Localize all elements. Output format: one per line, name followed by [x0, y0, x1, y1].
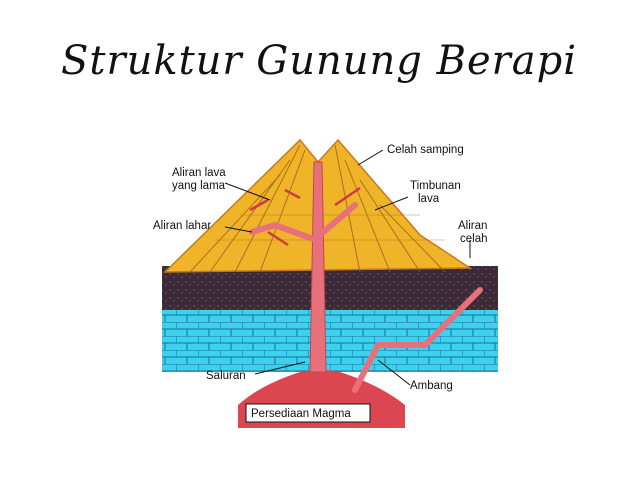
- sill: [352, 287, 483, 393]
- label-aliran-lava-1: Aliran lava: [172, 167, 226, 179]
- label-timbunan-2: lava: [418, 193, 440, 205]
- label-celah-samping: Celah samping: [387, 144, 464, 156]
- main-conduit: [309, 161, 327, 373]
- label-persediaan-magma: Persediaan Magma: [251, 408, 351, 420]
- label-saluran: Saluran: [206, 370, 246, 382]
- label-aliran-celah-1: Aliran: [458, 220, 487, 232]
- label-aliran-celah-2: celah: [460, 233, 488, 245]
- label-aliran-lava-2: yang lama: [172, 180, 226, 192]
- magma-label-box: [245, 403, 371, 423]
- slide-title: Struktur Gunung Berapi: [60, 38, 578, 84]
- label-aliran-lahar: Aliran lahar: [153, 220, 211, 232]
- lava-branch-left: [249, 221, 319, 243]
- label-timbunan-1: Timbunan: [410, 180, 461, 192]
- rock-layer: [162, 266, 498, 312]
- water-layer: [162, 310, 498, 372]
- label-ambang: Ambang: [410, 380, 453, 392]
- side-vent-branch: [317, 202, 358, 238]
